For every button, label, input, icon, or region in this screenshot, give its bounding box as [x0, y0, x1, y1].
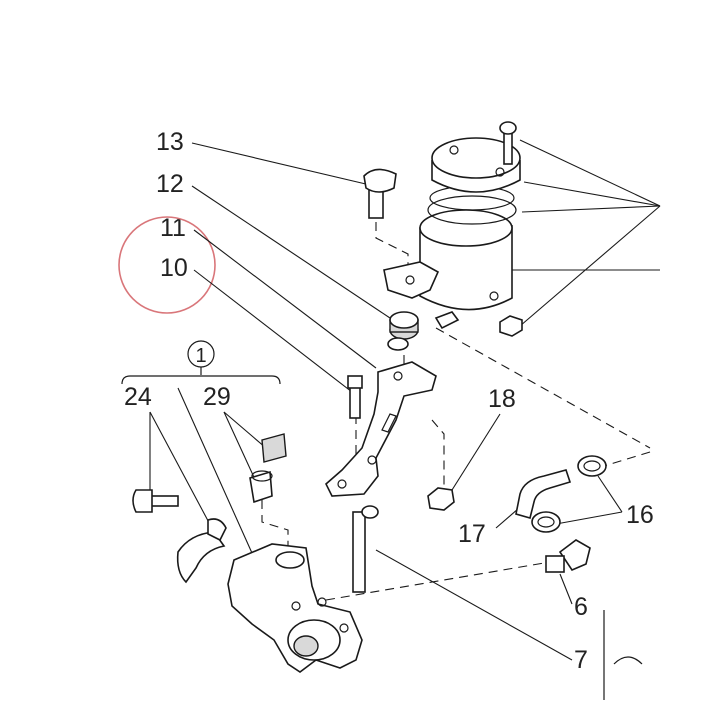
callout-10: 10: [160, 254, 188, 282]
group-1-marker: 1: [121, 340, 281, 385]
callout-11: 11: [160, 214, 186, 242]
group-1-bracket: [121, 367, 281, 385]
hose-17: [515, 469, 572, 519]
callout-17: 17: [458, 520, 486, 548]
clamp-halves: [176, 518, 227, 584]
grommet-12: [387, 311, 419, 351]
reservoir-nut: [499, 315, 523, 337]
callout-1: 1: [195, 345, 206, 367]
callout-7: 7: [574, 646, 588, 674]
reservoir-cap-screw: [499, 121, 517, 165]
callout-18: 18: [488, 385, 516, 413]
callout-12: 12: [156, 170, 184, 198]
partial-circle: [613, 656, 643, 665]
callout-6: 6: [574, 593, 588, 621]
hose-clamps-16: [531, 455, 607, 533]
callout-16: 16: [626, 501, 654, 529]
callout-13: 13: [156, 128, 184, 156]
main-housing: [227, 543, 363, 673]
bolt-13: [363, 168, 397, 219]
elbow-fitting-6: [545, 539, 591, 573]
bracket-11: [325, 361, 437, 497]
fluid-reservoir: [383, 137, 521, 330]
bolt-24: [132, 489, 179, 513]
grease-nipple-29: [249, 433, 287, 504]
nut-18: [427, 487, 455, 511]
long-stud: [352, 505, 379, 593]
highlight-circle: [118, 216, 216, 314]
bolt-10: [347, 375, 363, 419]
callout-24: 24: [124, 383, 152, 411]
callout-29: 29: [203, 383, 231, 411]
